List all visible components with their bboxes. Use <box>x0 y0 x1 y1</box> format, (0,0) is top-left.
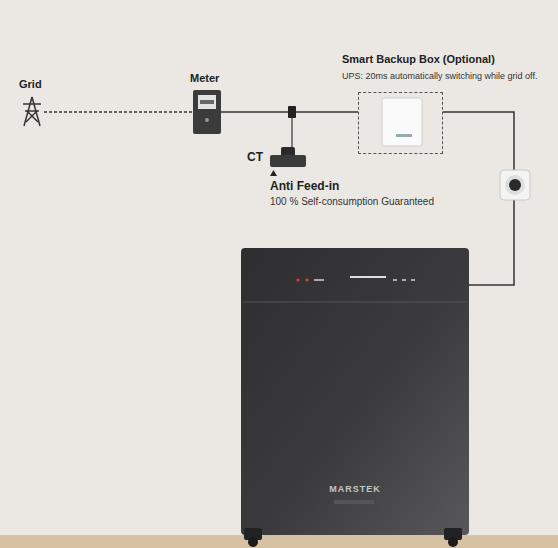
grid-node: Grid <box>20 96 44 128</box>
grid-tower <box>23 97 41 126</box>
meter-node: Meter <box>193 90 221 134</box>
battery-unit <box>241 248 469 547</box>
node-label: Meter <box>190 72 219 85</box>
floor <box>0 535 558 548</box>
callout-marker <box>270 170 277 176</box>
wall-socket <box>500 170 530 200</box>
brand-label: MARSTEK <box>329 484 381 495</box>
callout-title: Anti Feed-in <box>270 179 339 193</box>
box-note: UPS: 20ms automatically switching while … <box>342 71 537 82</box>
node-label: Grid <box>19 78 42 91</box>
node-label: CT <box>247 150 263 164</box>
backup-box-device <box>382 98 422 146</box>
callout-note: 100 % Self-consumption Guaranteed <box>270 196 434 208</box>
ct-clamp <box>270 106 306 167</box>
backup-box: Smart Backup Box (Optional)UPS: 20ms aut… <box>358 92 443 154</box>
box-heading: Smart Backup Box (Optional) <box>342 53 495 66</box>
power-wire <box>44 112 193 113</box>
meter-device <box>193 90 221 134</box>
ct-node: CT <box>270 147 306 167</box>
battery-node: MARSTEK <box>241 248 469 535</box>
